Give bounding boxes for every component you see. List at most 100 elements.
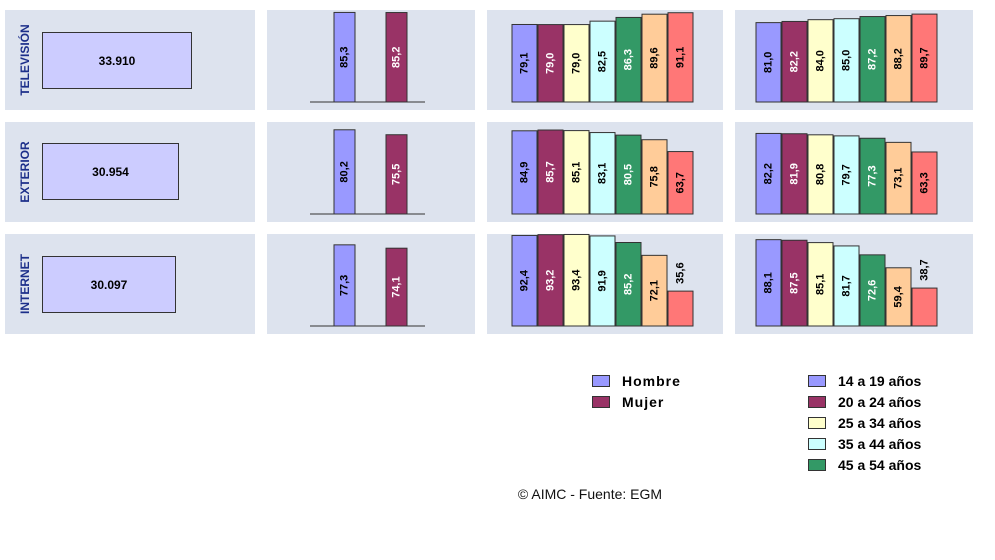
age-b-row3-bar-4 — [859, 254, 886, 327]
age-a-row3-bar-1 — [537, 234, 564, 327]
age-b-row3-label-1: 87,5 — [789, 272, 801, 293]
age-b-row3-label-6: 38,7 — [919, 259, 931, 280]
age-b-row2-bar-2 — [807, 134, 834, 215]
legend-label: 45 a 54 años — [838, 456, 922, 473]
row-label-text: EXTERIOR — [18, 141, 32, 203]
age-a-row1-bar-1 — [537, 24, 564, 103]
age-a-row2-bar-2 — [563, 130, 590, 215]
age-a-row1-bar-2 — [563, 24, 590, 103]
legend-label: 14 a 19 años — [838, 372, 922, 389]
age-b-row1-bar-5 — [885, 15, 912, 103]
row-label-text: INTERNET — [18, 254, 32, 314]
source-note: © AIMC - Fuente: EGM — [517, 486, 663, 502]
age-b-row3-label-3: 81,7 — [841, 275, 853, 296]
age-a-row3-label-5: 72,1 — [649, 280, 661, 301]
age-a-row2-label-5: 75,8 — [649, 166, 661, 187]
age-b-row2-label-4: 77,3 — [867, 165, 879, 186]
legend-item-age-25-34: 25 a 34 años — [808, 412, 921, 433]
age-a-row1-label-3: 82,5 — [597, 51, 609, 72]
age-a-row1-bar-0 — [511, 23, 538, 103]
total-value-box: 30.954 — [42, 143, 179, 200]
total-panel-row3: INTERNET 30.097 — [5, 234, 255, 334]
age-b-row1-bar-3 — [833, 18, 860, 103]
age-a-row3-label-6: 35,6 — [675, 262, 687, 283]
age-a-row2-bar-4 — [615, 134, 642, 215]
age-b-row2-bar-3 — [833, 135, 860, 215]
age-b-row2-bar-1 — [781, 133, 808, 215]
age-a-row2-label-4: 80,5 — [623, 164, 635, 185]
age-a-row2-bar-3 — [589, 132, 616, 215]
sex-row2-label-0: 80,2 — [339, 161, 351, 182]
row-label-3: INTERNET — [5, 234, 45, 334]
age-a-row2-label-1: 85,7 — [545, 161, 557, 182]
age-a-row2-label-3: 83,1 — [597, 163, 609, 184]
legend-item-age-14-19: 14 a 19 años — [808, 370, 921, 391]
age-b-row1-bar-4 — [859, 16, 886, 103]
sex-chart-row2: 80,2 75,5 — [310, 129, 425, 215]
age-b-row3-label-5: 59,4 — [893, 285, 905, 307]
sex-row1-bar-0 — [333, 11, 356, 103]
total-value-box: 33.910 — [42, 32, 192, 89]
age-a-row2-label-0: 84,9 — [519, 162, 531, 183]
sex-row3-label-0: 77,3 — [339, 275, 351, 296]
age-a-row2-label-2: 85,1 — [571, 162, 583, 183]
age-b-row2-bar-4 — [859, 137, 886, 215]
age-a-row1-label-1: 79,0 — [545, 53, 557, 74]
age-a-row1-label-6: 91,1 — [675, 47, 687, 68]
age-b-row1-label-5: 88,2 — [893, 48, 905, 69]
age-b-row2-bar-0 — [755, 132, 782, 215]
age-a-row3-bar-6 — [667, 290, 694, 327]
age-b-row3-label-2: 85,1 — [815, 274, 827, 295]
row-label-1: TELEVISIÓN — [5, 10, 45, 110]
age-b-row2-label-0: 82,2 — [763, 163, 775, 184]
age-a-row2-bar-5 — [641, 139, 668, 215]
age-b-row3-bar-1 — [781, 239, 808, 327]
age-b-row3-bar-3 — [833, 245, 860, 327]
sex-row2-bar-0 — [333, 129, 356, 215]
age-a-row1-bar-6 — [667, 12, 694, 103]
age-a-row1-bar-5 — [641, 13, 668, 103]
age-b-row1-label-0: 81,0 — [763, 52, 775, 73]
age-a-row3-label-1: 93,2 — [545, 270, 557, 291]
sex-row3-bar-1 — [385, 247, 408, 327]
legend-label: 20 a 24 años — [838, 393, 922, 410]
age-legend: 14 a 19 años 20 a 24 años 25 a 34 años 3… — [808, 370, 921, 475]
age-a-row1-bar-4 — [615, 16, 642, 103]
sex-legend: Hombre Mujer — [592, 370, 681, 412]
sex-row2-bar-1 — [385, 134, 408, 215]
legend-swatch — [808, 437, 826, 450]
sex-row2-label-1: 75,5 — [391, 164, 403, 185]
age-b-row1-bar-6 — [911, 13, 938, 103]
age-b-row2-label-6: 63,3 — [919, 172, 931, 193]
age-a-row2-bar-1 — [537, 129, 564, 215]
sex-row1-label-0: 85,3 — [339, 47, 351, 68]
age-a-row2-label-6: 63,7 — [675, 172, 687, 193]
age-b-row2-label-2: 80,8 — [815, 164, 827, 185]
sex-panel-row1: 85,3 85,2 — [267, 10, 475, 110]
age-b-row3-label-4: 72,6 — [867, 280, 879, 301]
row-label-2: EXTERIOR — [5, 122, 45, 222]
age-a-row1-label-2: 79,0 — [571, 53, 583, 74]
age-b-row1-label-4: 87,2 — [867, 49, 879, 70]
sex-row1-label-1: 85,2 — [391, 47, 403, 68]
legend-item-age-35-44: 35 a 44 años — [808, 433, 921, 454]
age-b-row2-bar-5 — [885, 141, 912, 215]
age-a-row3-bar-0 — [511, 234, 538, 327]
sex-row3-bar-0 — [333, 244, 356, 327]
age-a-row3-label-0: 92,4 — [519, 269, 531, 291]
age-b-row1-bar-2 — [807, 19, 834, 103]
legend-item-mujer: Mujer — [592, 391, 681, 412]
age-b-row1-label-2: 84,0 — [815, 50, 827, 71]
legend-label: Mujer — [622, 393, 665, 410]
age-chart-a-row2: 84,9 85,7 85,1 83,1 80,5 75,8 63,7 — [511, 129, 694, 215]
total-value-box: 30.097 — [42, 256, 176, 313]
legend-label: Hombre — [622, 372, 681, 389]
age-b-row3-bar-2 — [807, 242, 834, 327]
age-a-row1-label-0: 79,1 — [519, 53, 531, 74]
age-a-row3-label-2: 93,4 — [571, 269, 583, 291]
